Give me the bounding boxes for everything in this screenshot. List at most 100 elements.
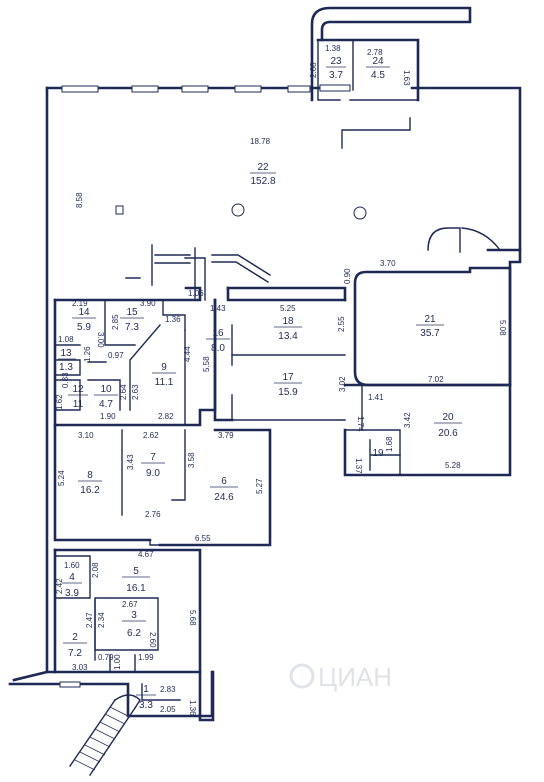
room-labels: 22 152.8 23 3.7 24 4.5 2 1 35.7 20 20.6 1… xyxy=(58,56,462,711)
room-number: 2 xyxy=(72,632,78,643)
dimension: 5.58 xyxy=(202,356,211,372)
dimension: 2.67 xyxy=(122,600,138,609)
dimension: 2.78 xyxy=(367,48,383,57)
dimension: 1.63 xyxy=(402,70,411,86)
room-21-walls xyxy=(353,227,512,387)
room-number: 20 xyxy=(442,412,454,423)
dimension: 1.37 xyxy=(354,458,363,474)
dimension: 3.58 xyxy=(187,452,196,468)
room-area: 3.7 xyxy=(329,70,343,81)
room-area: 15.9 xyxy=(278,387,298,398)
top-windows xyxy=(59,85,311,688)
room-area: 1.3 xyxy=(59,362,73,373)
dimension: 0.90 xyxy=(343,268,352,284)
room-number: 19 xyxy=(372,448,384,459)
room-number: 24 xyxy=(372,56,384,67)
tower-rooms xyxy=(310,6,472,102)
room-number: 22 xyxy=(257,162,269,173)
room-number: 13 xyxy=(60,348,72,359)
room-area: 16.1 xyxy=(126,583,146,594)
dimension: 2.64 xyxy=(119,384,128,400)
room-number: 15 xyxy=(126,307,138,318)
dimension: 5.24 xyxy=(57,470,66,486)
dimension: 1.00 xyxy=(113,654,122,670)
dimension: 2.34 xyxy=(97,612,106,628)
column-icon xyxy=(231,203,245,217)
dimension: 2.62 xyxy=(143,431,159,440)
room-area: 11.1 xyxy=(155,377,174,388)
room-area: 3.3 xyxy=(139,700,153,711)
dimension: 1.36 xyxy=(188,700,197,716)
dimension: 2.82 xyxy=(158,412,174,421)
room-area: 6.2 xyxy=(127,628,141,639)
watermark-text: ЦИАН xyxy=(318,662,392,692)
dimension: 3.42 xyxy=(403,412,412,428)
room-number: 7 xyxy=(150,452,156,463)
dimension: 2.05 xyxy=(160,705,176,714)
room-area: 9.0 xyxy=(146,468,160,479)
dimension: 8.58 xyxy=(75,192,84,208)
middle-left-walls xyxy=(53,423,272,547)
room-number: 9 xyxy=(161,362,167,373)
dimension: 3.90 xyxy=(140,299,156,308)
room-number: 18 xyxy=(282,316,294,327)
dimension: 1.74 xyxy=(356,416,365,432)
dimension: 2.47 xyxy=(85,612,94,628)
room-number: 12 xyxy=(72,384,84,395)
dimension: 3.03 xyxy=(72,663,88,672)
dimension: 0.97 xyxy=(108,351,124,360)
room-number: 1 xyxy=(143,684,149,695)
room-area: 4.7 xyxy=(99,399,113,410)
dimension: 0.83 xyxy=(61,372,70,388)
dimension: 1.99 xyxy=(138,653,154,662)
room-area: 7.3 xyxy=(125,322,139,333)
bottom-left-walls xyxy=(53,548,202,776)
room-area: 35.7 xyxy=(420,328,440,339)
room-area: 152.8 xyxy=(250,176,275,187)
room-number: 4 xyxy=(69,572,75,583)
room-area: 3.9 xyxy=(65,588,79,599)
room-number: 16 xyxy=(212,328,224,339)
dimension: 5.27 xyxy=(255,478,264,494)
room-area: 4.5 xyxy=(371,70,385,81)
room-area: 5.9 xyxy=(77,322,91,333)
dimension: 5.68 xyxy=(188,610,197,626)
dimension: 2.83 xyxy=(160,685,176,694)
dimension: 2.68 xyxy=(309,62,318,78)
room-number: 10 xyxy=(100,384,112,395)
dimension: 5.25 xyxy=(280,304,296,313)
column-icon xyxy=(353,206,367,220)
column-icon xyxy=(115,205,124,215)
watermark: ЦИАН xyxy=(289,662,392,692)
room-number: 6 xyxy=(221,476,227,487)
dimension: 4.67 xyxy=(138,550,154,559)
dimension: 0.79 xyxy=(98,653,114,662)
dimension: 6.55 xyxy=(195,534,211,543)
dimension: 2.63 xyxy=(131,384,140,400)
dimension: 3.43 xyxy=(126,454,135,470)
dimension: 1.26 xyxy=(83,346,92,362)
dimension: 1.06 xyxy=(188,289,204,298)
dimension: 1.36 xyxy=(165,315,181,324)
dimension: 1.38 xyxy=(325,44,341,53)
dimension: 18.78 xyxy=(250,137,271,146)
dimension: 1.90 xyxy=(100,412,116,421)
dimension: 5.08 xyxy=(498,320,507,336)
dimension: 1.41 xyxy=(368,393,384,402)
dimension: 2.60 xyxy=(148,632,157,648)
dimension: 2.19 xyxy=(72,299,88,308)
room-area: 16.2 xyxy=(80,485,100,496)
room-area: 8.0 xyxy=(211,343,225,354)
room-area: 20.6 xyxy=(438,428,458,439)
dimension: 1.08 xyxy=(58,335,74,344)
room-number: 17 xyxy=(282,372,294,383)
dimension: 3.70 xyxy=(380,259,396,268)
room-number: 5 xyxy=(133,566,139,577)
dimension: 1.60 xyxy=(64,561,80,570)
room-area: 13.4 xyxy=(278,331,298,342)
room-number: 23 xyxy=(330,56,342,67)
room-20-walls xyxy=(343,383,512,476)
dimension: 2.42 xyxy=(55,578,64,594)
room-number: 8 xyxy=(87,470,93,481)
dimension: 2.08 xyxy=(91,562,100,578)
